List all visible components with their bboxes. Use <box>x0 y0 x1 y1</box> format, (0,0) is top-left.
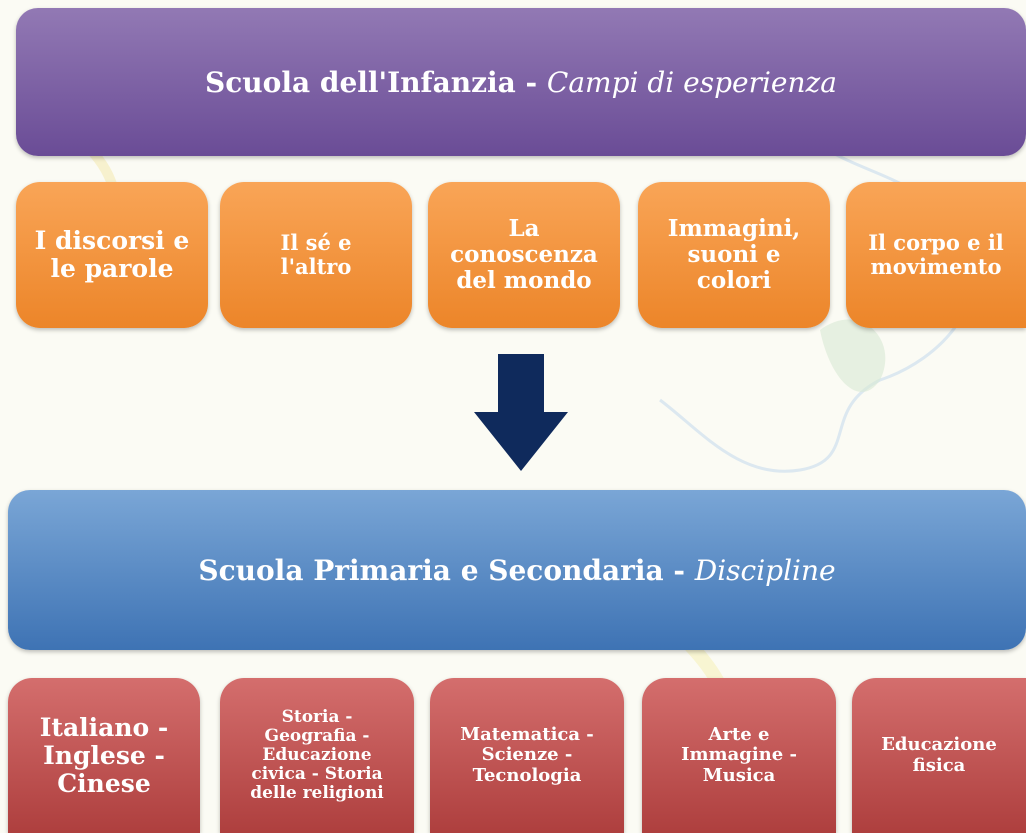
campo-immagini-suoni-colori: Immagini, suoni e colori <box>638 182 830 328</box>
campo-corpo-movimento: Il corpo e il movimento <box>846 182 1026 328</box>
campo-se-altro: Il sé e l'altro <box>220 182 412 328</box>
disciplina-matematica-scienze: Matematica - Scienze - Tecnologia <box>430 678 624 833</box>
banner-subtitle: Campi di esperienza <box>546 65 837 99</box>
down-arrow-icon <box>474 354 568 471</box>
banner-title: Scuola dell'Infanzia - <box>205 65 538 99</box>
campo-discorsi-parole: I discorsi e le parole <box>16 182 208 328</box>
disciplina-storia-geografia: Storia - Geografia - Educazione civica -… <box>220 678 414 833</box>
banner-subtitle: Discipline <box>694 553 836 587</box>
scuola-primaria-secondaria-banner: Scuola Primaria e Secondaria - Disciplin… <box>8 490 1026 650</box>
scuola-infanzia-banner: Scuola dell'Infanzia - Campi di esperien… <box>16 8 1026 156</box>
disciplina-educazione-fisica: Educazione fisica <box>852 678 1026 833</box>
disciplina-lingue: Italiano - Inglese - Cinese <box>8 678 200 833</box>
banner-title: Scuola Primaria e Secondaria - <box>198 553 685 587</box>
disciplina-arte-musica: Arte e Immagine - Musica <box>642 678 836 833</box>
campo-conoscenza-mondo: La conoscenza del mondo <box>428 182 620 328</box>
